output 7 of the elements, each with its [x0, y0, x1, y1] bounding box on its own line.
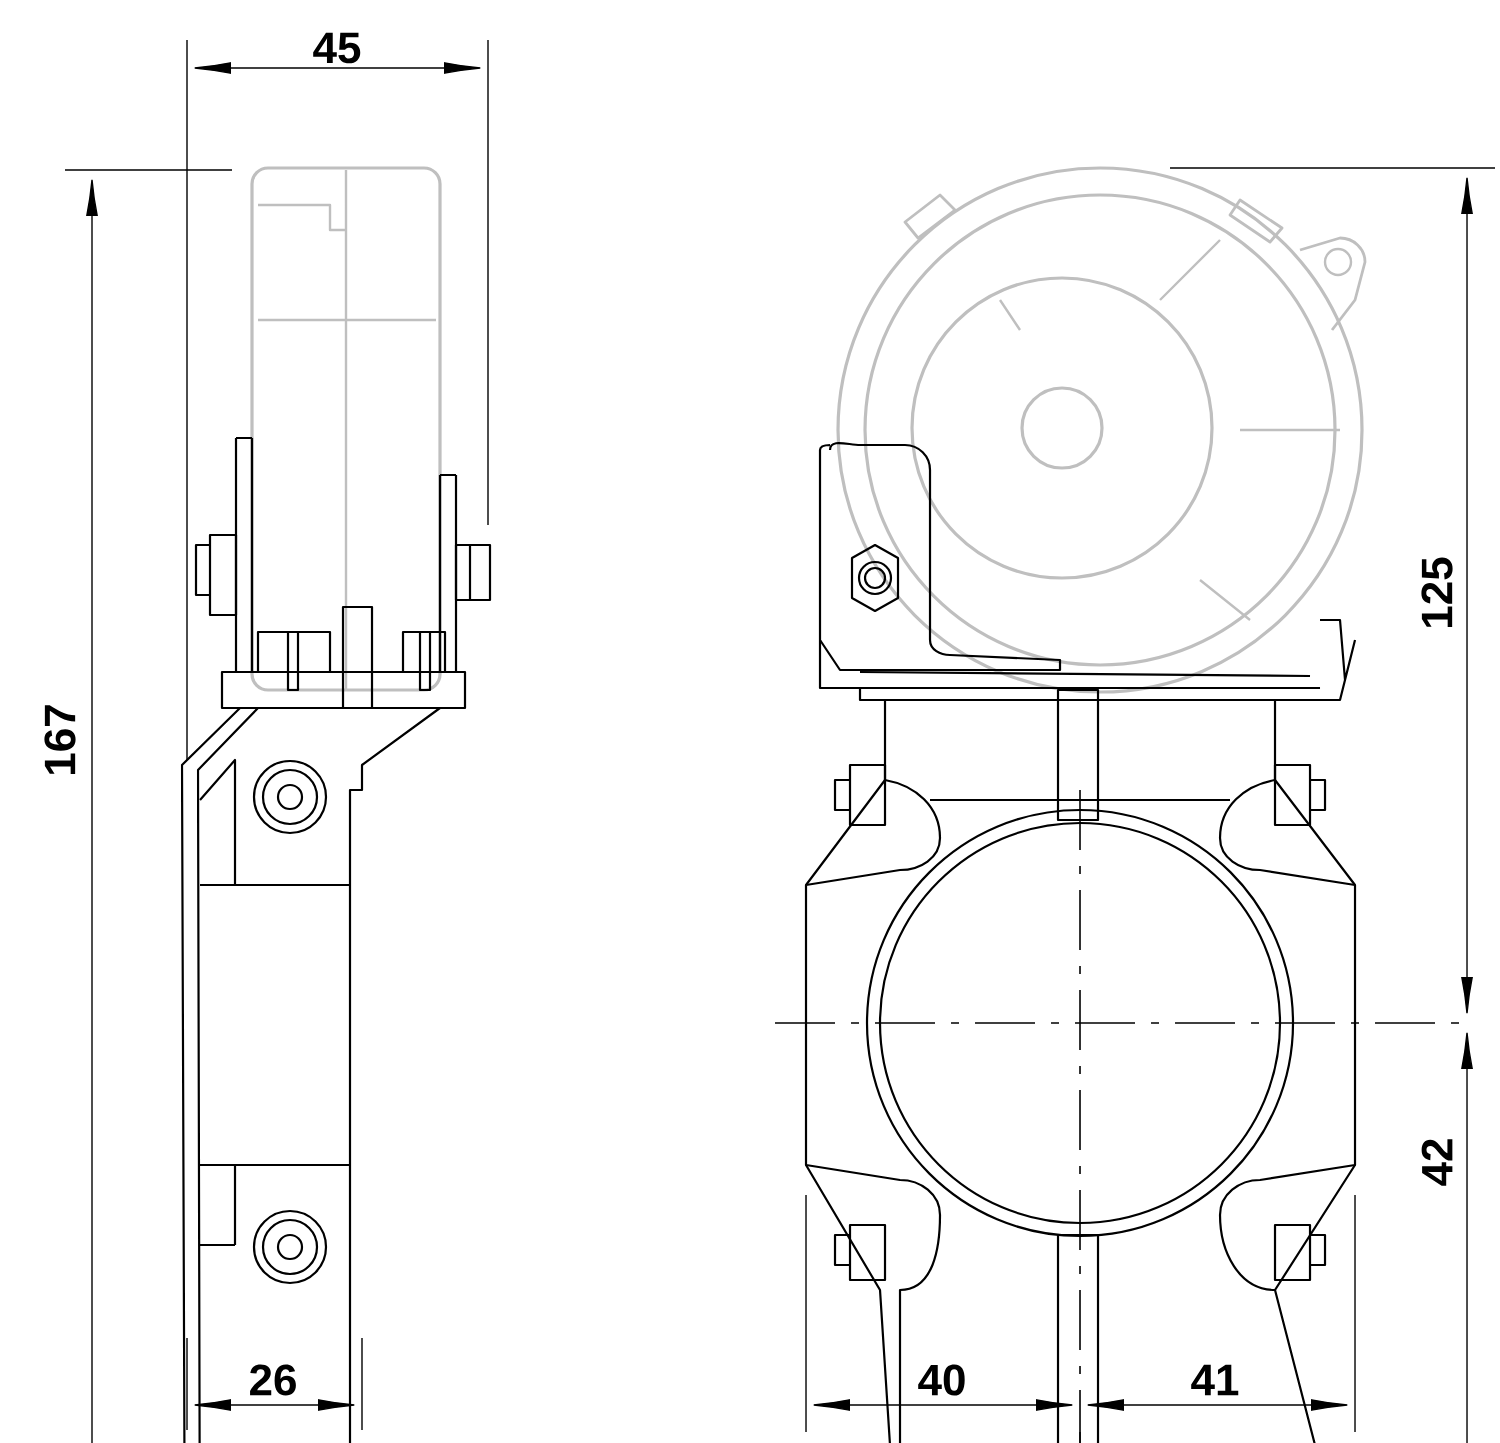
dimension-label: 26: [250, 1364, 296, 1396]
dimension-label: 125: [1421, 557, 1453, 627]
dimension-label: 41: [1191, 1364, 1239, 1396]
dimension-label: 45: [313, 32, 361, 64]
dimension-label: 167: [44, 705, 76, 774]
dimension-label: 40: [918, 1364, 965, 1396]
dimension-label: 42: [1421, 1139, 1453, 1186]
